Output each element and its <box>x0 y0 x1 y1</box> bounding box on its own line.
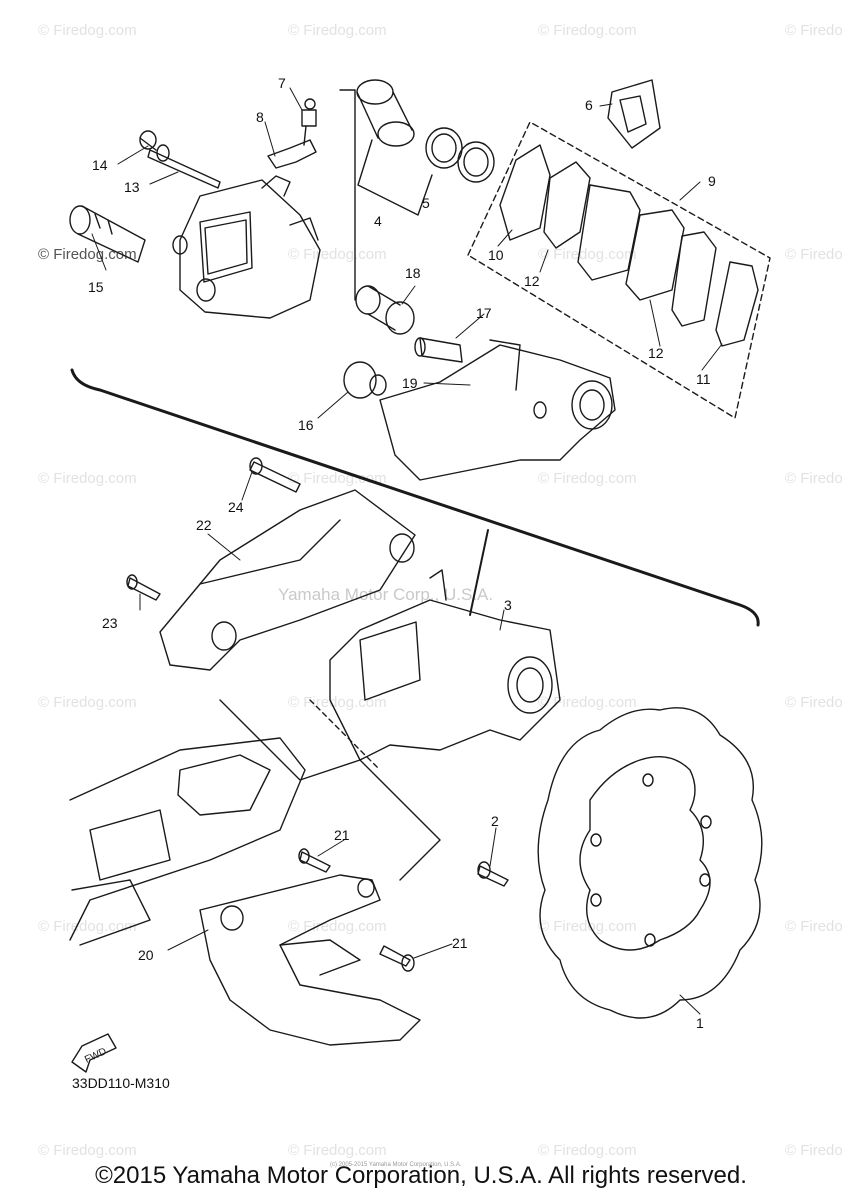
bolt-2 <box>477 861 509 887</box>
guard-22 <box>159 489 416 671</box>
callout-5: 5 <box>422 195 430 211</box>
bracket-19 <box>379 339 616 481</box>
callout-21b: 21 <box>452 935 468 951</box>
piston-4 <box>356 79 415 147</box>
bushing-16 <box>343 361 387 399</box>
watermark: © Firedog.com <box>288 470 387 487</box>
bracket-piston <box>339 89 356 301</box>
watermark: © Firedog.com <box>785 470 842 487</box>
watermark: © Firedog.com <box>38 1142 137 1159</box>
callout-13: 13 <box>124 179 140 195</box>
callout-9: 9 <box>708 173 716 189</box>
callout-3: 3 <box>504 597 512 613</box>
callout-22: 22 <box>196 517 212 533</box>
bolt-24 <box>249 457 301 493</box>
callout-1: 1 <box>696 1015 704 1031</box>
seals-5 <box>425 127 495 183</box>
chain-guide-20 <box>199 874 421 1046</box>
brake-disc-1 <box>537 707 763 1019</box>
center-watermark: Yamaha Motor Corp., U.S.A. <box>278 585 494 604</box>
watermark: © Firedog.com <box>38 470 137 487</box>
fwd-label: FWD <box>83 1046 108 1066</box>
watermark: © Firedog.com <box>785 918 842 935</box>
watermark: © Firedog.com <box>538 694 637 711</box>
fwd-arrow <box>71 1033 117 1073</box>
watermark: © Firedog.com <box>785 22 842 39</box>
diagram-code: 33DD110-M310 <box>72 1075 170 1091</box>
watermark: © Firedog.com <box>538 1142 637 1159</box>
bolt-23 <box>126 574 161 601</box>
bracket-pointer <box>469 529 489 616</box>
leader-4-5 <box>357 139 433 216</box>
watermark: © Firedog.com <box>38 918 137 935</box>
swingarm <box>69 699 441 946</box>
slide-pin-15 <box>69 205 146 263</box>
callout-17: 17 <box>476 305 492 321</box>
watermark: © Firedog.com <box>38 694 137 711</box>
callout-15: 15 <box>88 279 104 295</box>
dashed-box-pads <box>467 121 771 419</box>
group-bracket <box>70 368 760 627</box>
copyright-footer: ©2015 Yamaha Motor Corporation, U.S.A. A… <box>95 1162 747 1189</box>
leader-lines <box>91 87 723 1015</box>
watermark: © Firedog.com <box>538 918 637 935</box>
watermark: © Firedog.com <box>38 22 137 39</box>
watermark: © Firedog.com <box>538 246 637 263</box>
watermark: © Firedog.com <box>538 470 637 487</box>
upper-caliper <box>172 175 321 319</box>
bolt-21-lower <box>379 945 415 972</box>
callout-8: 8 <box>256 109 264 125</box>
callout-7: 7 <box>278 75 286 91</box>
callout-19: 19 <box>402 375 418 391</box>
bolt-13 <box>147 144 221 189</box>
cap-14 <box>139 130 157 151</box>
callout-23: 23 <box>102 615 118 631</box>
watermark: © Firedog.com <box>288 1142 387 1159</box>
watermark: © Firedog.com <box>288 22 387 39</box>
callout-10: 10 <box>488 247 504 263</box>
callout-14: 14 <box>92 157 108 173</box>
callout-20: 20 <box>138 947 154 963</box>
clip-8 <box>267 139 317 169</box>
bushing-18 <box>355 285 415 335</box>
watermark: © Firedog.com <box>288 694 387 711</box>
callout-2: 2 <box>491 813 499 829</box>
callout-12b: 12 <box>648 345 664 361</box>
callout-16: 16 <box>298 417 314 433</box>
callout-18: 18 <box>405 265 421 281</box>
lower-caliper <box>329 569 561 761</box>
callout-4: 4 <box>374 213 382 229</box>
footer-small-print: (c) 2005-2015 Yamaha Motor Corporation, … <box>330 1162 462 1168</box>
watermark: © Firedog.com <box>288 918 387 935</box>
pin-17 <box>414 337 463 363</box>
callout-12a: 12 <box>524 273 540 289</box>
watermark: © Firedog.com <box>785 1142 842 1159</box>
watermark: © Firedog.com <box>538 22 637 39</box>
watermark: © Firedog.com <box>785 694 842 711</box>
pad-spring-6 <box>607 79 661 149</box>
callout-21a: 21 <box>334 827 350 843</box>
callout-24: 24 <box>228 499 244 515</box>
callout-11: 11 <box>696 371 711 387</box>
pads <box>499 144 759 347</box>
callout-6: 6 <box>585 97 593 113</box>
bleed-screw-7 <box>301 98 317 146</box>
bolt-21-upper <box>298 848 331 873</box>
watermark: © Firedog.com <box>785 246 842 263</box>
watermark: © Firedog.com <box>288 246 387 263</box>
